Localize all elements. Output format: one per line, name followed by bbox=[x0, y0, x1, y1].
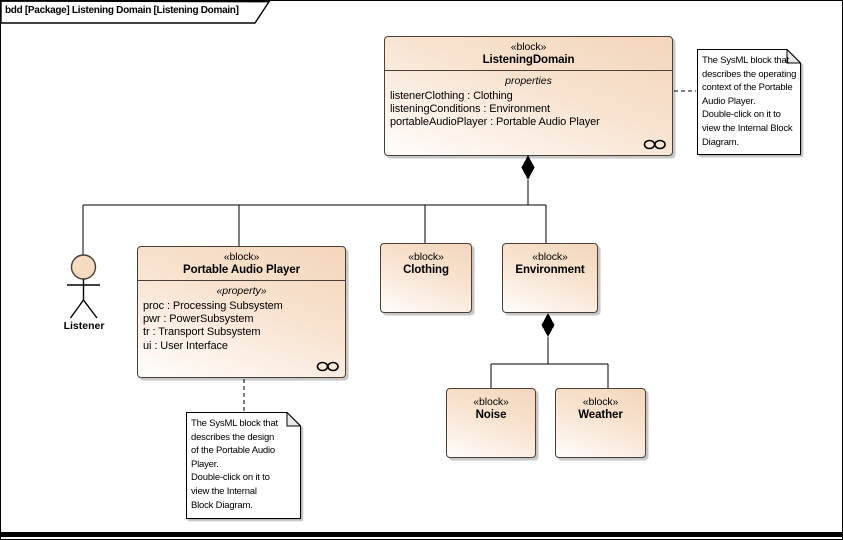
block-name: Noise bbox=[475, 409, 507, 421]
property-line: listeningConditions : Environment bbox=[390, 103, 550, 116]
note-text: The SysML block that describes the desig… bbox=[191, 418, 278, 511]
block-listening-domain[interactable]: «block» ListeningDomain properties liste… bbox=[384, 36, 673, 156]
property-line: ui : User Interface bbox=[143, 339, 228, 352]
block-portable-audio-player[interactable]: «block» Portable Audio Player «property»… bbox=[137, 246, 346, 378]
note-shape bbox=[697, 49, 801, 155]
block-noise[interactable]: «block» Noise bbox=[446, 388, 536, 458]
block-name: ListeningDomain bbox=[482, 54, 575, 66]
actor-right-leg bbox=[82, 299, 98, 319]
block-name: Environment bbox=[515, 264, 585, 276]
compartment-label: properties bbox=[505, 75, 552, 87]
composition-diamond bbox=[541, 313, 555, 337]
note-fold-icon bbox=[786, 49, 801, 64]
actor-listener[interactable] bbox=[67, 254, 100, 319]
property-line: listenerClothing : Clothing bbox=[390, 90, 513, 102]
block-stereotype: «block» bbox=[408, 251, 444, 263]
block-stereotype: «block» bbox=[510, 41, 547, 53]
block-stereotype: «block» bbox=[582, 396, 619, 408]
frame-label-tab bbox=[1, 1, 271, 24]
property-line: pwr : PowerSubsystem bbox=[143, 313, 254, 326]
actor-head bbox=[70, 254, 97, 280]
block-name: Weather bbox=[578, 409, 623, 421]
block-environment[interactable]: «block» Environment bbox=[502, 243, 598, 313]
block-name: Clothing bbox=[403, 264, 449, 276]
block-header: «block» ListeningDomain bbox=[385, 37, 672, 71]
frame-tab-shape bbox=[1, 1, 271, 24]
frame-label: bdd [Package] Listening Domain [Listenin… bbox=[5, 5, 239, 16]
property-line: proc : Processing Subsystem bbox=[143, 300, 283, 312]
actor-left-leg bbox=[69, 299, 85, 319]
note-text: The SysML block that describes the opera… bbox=[702, 55, 797, 148]
block-stereotype: «block» bbox=[473, 396, 509, 408]
composite-diagram-icon bbox=[643, 139, 666, 150]
block-properties-compartment: «property» proc : Processing Subsystem p… bbox=[138, 281, 345, 353]
property-line: tr : Transport Subsystem bbox=[143, 326, 261, 339]
frame-bottom-border bbox=[1, 532, 842, 537]
composition-connector-environment[interactable] bbox=[490, 313, 609, 388]
note-fold-icon bbox=[286, 412, 301, 427]
block-name: Portable Audio Player bbox=[183, 264, 300, 276]
note-shape bbox=[186, 412, 301, 519]
block-properties-compartment: properties listenerClothing : Clothing l… bbox=[385, 71, 672, 130]
actor-label: Listener bbox=[63, 320, 105, 332]
note-portable-audio-player[interactable]: The SysML block that describes the desig… bbox=[186, 412, 301, 519]
block-weather[interactable]: «block» Weather bbox=[555, 388, 646, 458]
block-stereotype: «block» bbox=[223, 251, 260, 263]
note-listening-domain[interactable]: The SysML block that describes the opera… bbox=[697, 49, 801, 155]
property-line: portableAudioPlayer : Portable Audio Pla… bbox=[390, 116, 600, 129]
composite-diagram-icon bbox=[316, 361, 339, 372]
composition-diamond bbox=[521, 155, 535, 180]
block-clothing[interactable]: «block» Clothing bbox=[380, 243, 472, 313]
compartment-label: «property» bbox=[216, 285, 267, 297]
block-header: «block» Portable Audio Player bbox=[138, 247, 345, 281]
block-stereotype: «block» bbox=[532, 251, 568, 263]
composition-connector-listening-domain[interactable] bbox=[82, 155, 547, 255]
